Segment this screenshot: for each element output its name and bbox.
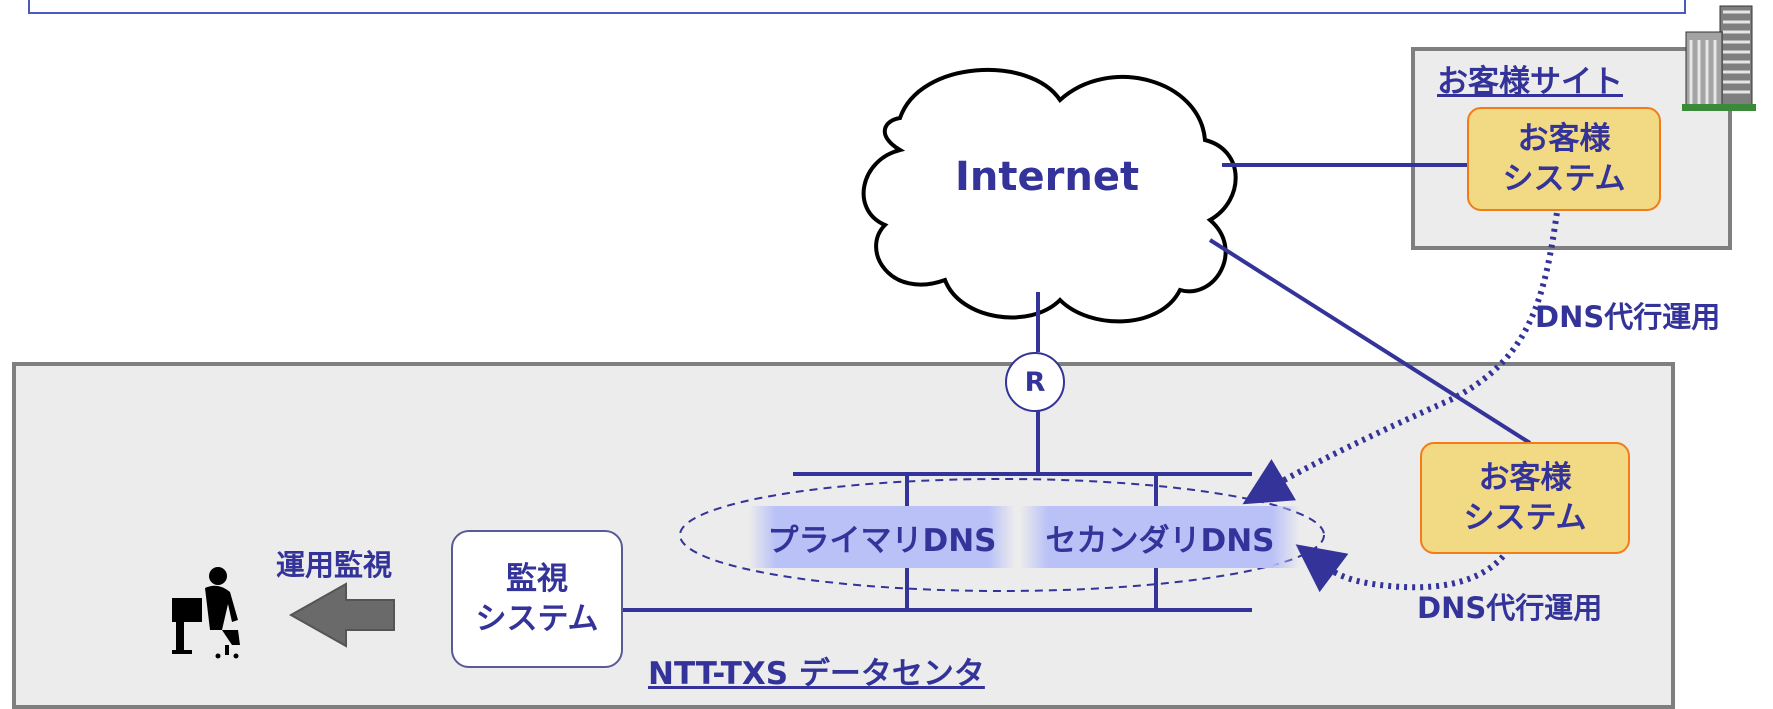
- operator-icon: [172, 567, 240, 659]
- ops-monitoring-label: 運用監視: [276, 548, 393, 582]
- line-internet-to-dc-customer: [1208, 238, 1532, 445]
- building-icon: [1682, 5, 1756, 111]
- dns-outsourcing-arrow-lower: [1295, 544, 1511, 593]
- internet-label: Internet: [955, 154, 1140, 200]
- customer-site-title: お客様サイト: [1437, 64, 1623, 100]
- dns-group-ellipse: [679, 478, 1325, 592]
- top-frame: [28, 0, 1686, 14]
- dns-outsourcing-label-lower: DNS代行運用: [1417, 591, 1603, 625]
- router-label: R: [1024, 366, 1046, 398]
- internet-cloud: [861, 67, 1238, 324]
- secondary-dns: セカンダリDNS: [1020, 506, 1300, 568]
- dns-outsourcing-label-upper: DNS代行運用: [1535, 300, 1721, 334]
- datacenter-title: NTT-TXS データセンタ: [648, 656, 985, 692]
- dns-outsourcing-arrow-upper: [1242, 204, 1561, 505]
- primary-dns: プライマリDNS: [749, 506, 1015, 568]
- customer-site-system: お客様 システム: [1467, 107, 1661, 211]
- ops-arrow-icon: [288, 582, 395, 648]
- router-node: R: [1005, 352, 1065, 412]
- datacenter-customer-system: お客様 システム: [1420, 442, 1630, 554]
- monitoring-system: 監視 システム: [451, 530, 623, 668]
